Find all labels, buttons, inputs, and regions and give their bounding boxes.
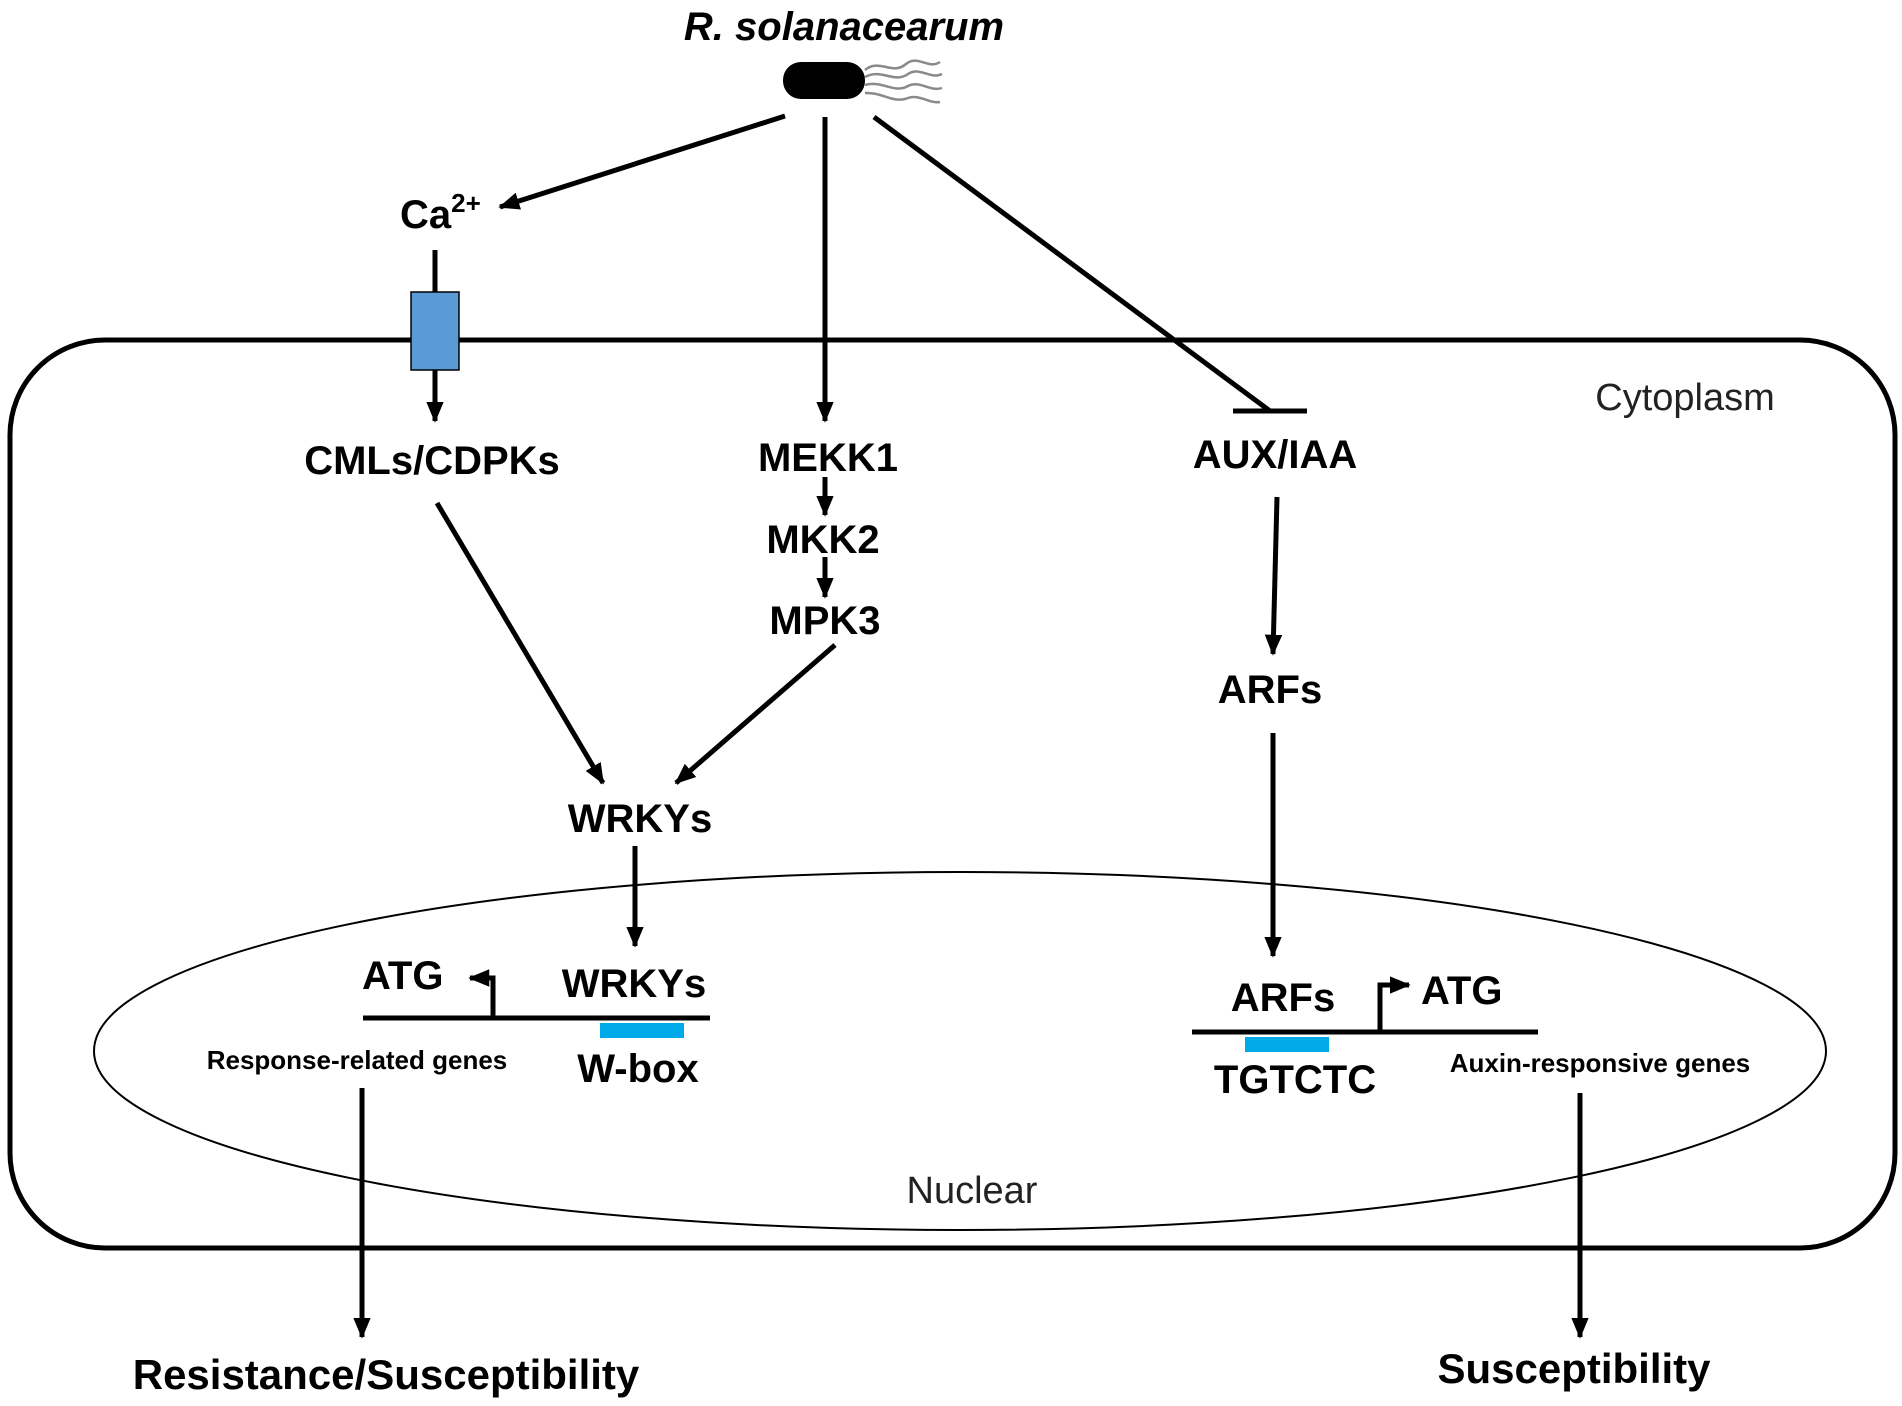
mpk3-label: MPK3 [769,599,880,643]
arrow-cmls-to-wrkys [434,501,606,785]
w-box-label: W-box [577,1047,698,1091]
promoter-arrow-left [468,969,496,1018]
nucleus-membrane [93,871,1827,1231]
pathogen-name: R. solanacearum [684,5,1004,49]
response-gene-construct: ATG WRKYs W-box Response-related genes [207,954,710,1091]
promoter-arrow-right [1377,976,1411,1032]
arrow-pathogen-to-calcium [498,113,786,210]
w-box-site [600,1023,684,1038]
right-outcome-label: Susceptibility [1437,1345,1711,1392]
cytoplasm-label: Cytoplasm [1595,377,1775,419]
nucleus-label: Nuclear [907,1170,1038,1212]
auxin-genes-label: Auxin-responsive genes [1450,1048,1751,1078]
wrkys-nuclear-label: WRKYs [562,962,706,1006]
arrow-mpk3-to-wrkys [674,643,837,785]
calcium-label: Ca2+ [400,188,481,237]
tgtctc-label: TGTCTC [1214,1058,1376,1102]
bacterium-icon [783,59,943,104]
arfs-nuclear-label: ARFs [1231,976,1335,1020]
wrkys-label: WRKYs [568,797,712,841]
cmls-cdpks-label: CMLs/CDPKs [304,439,560,483]
calcium-channel [410,291,460,371]
mekk1-label: MEKK1 [758,436,898,480]
left-outcome-label: Resistance/Susceptibility [133,1351,640,1398]
arrow-auxiaa-to-arfs [1264,496,1283,656]
inhibit-pathogen-to-auxiaa [872,114,1272,414]
cell-membrane [7,337,1898,1251]
auxin-gene-construct: ARFs ATG TGTCTC Auxin-responsive genes [1192,969,1750,1102]
atg-right-label: ATG [1421,969,1502,1013]
auxiaa-label: AUX/IAA [1193,433,1357,477]
tgtctc-site [1245,1037,1329,1052]
calcium-charge: 2+ [451,188,481,218]
atg-left-label: ATG [362,954,443,998]
arfs-label: ARFs [1218,668,1322,712]
mkk2-label: MKK2 [766,518,879,562]
response-genes-label: Response-related genes [207,1045,508,1075]
flagella-icon [864,59,943,104]
